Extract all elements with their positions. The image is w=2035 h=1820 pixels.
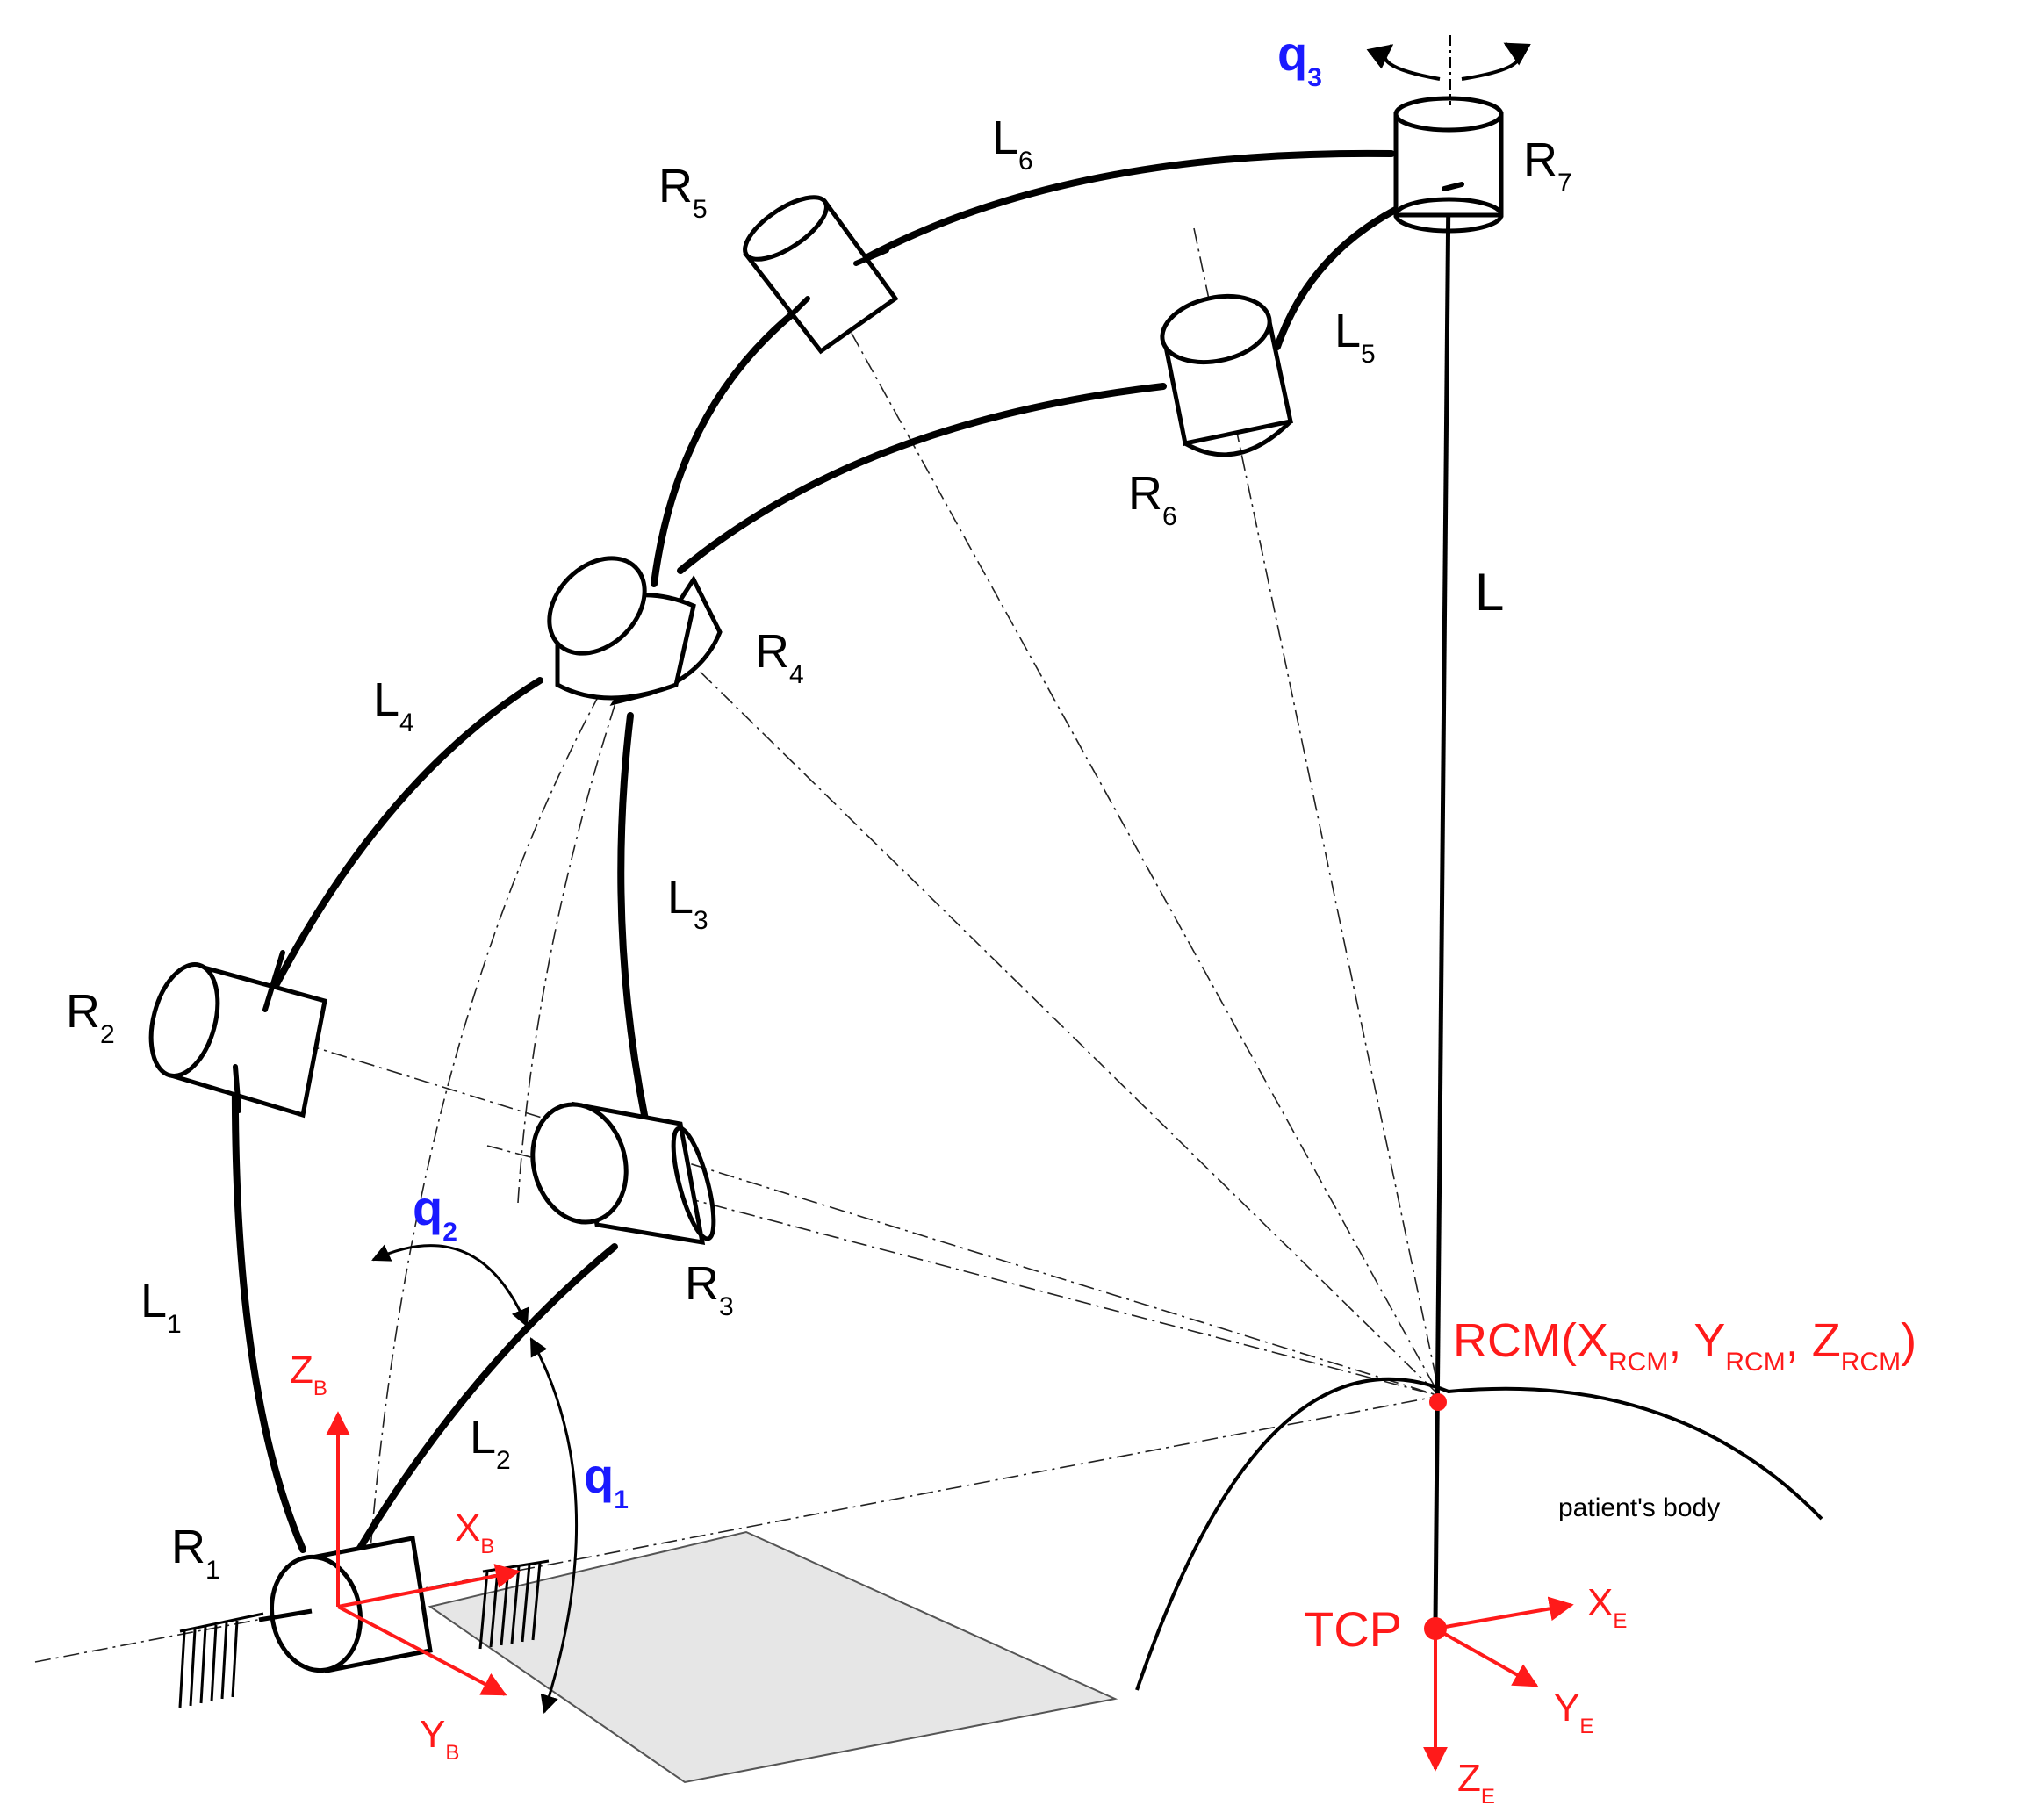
label-xb: XB — [455, 1507, 494, 1558]
patient-body-outline — [1135, 1377, 1823, 1691]
ye-axis — [1435, 1627, 1539, 1687]
link-l4 — [260, 677, 543, 1013]
label-r6: R6 — [1128, 467, 1177, 531]
construction-lines — [34, 205, 1441, 1663]
xb-axis — [337, 1564, 521, 1608]
label-r7: R7 — [1523, 133, 1572, 198]
link-l6 — [852, 149, 1395, 267]
link-r4-r5 — [651, 313, 794, 587]
label-l3: L3 — [667, 871, 708, 935]
q3-arrow-left — [1366, 44, 1441, 81]
joint-r4 — [547, 556, 723, 706]
label-r5: R5 — [658, 160, 708, 224]
label-tool-l: L — [1475, 563, 1504, 622]
joint-r5 — [743, 195, 899, 355]
label-r2: R2 — [66, 985, 115, 1049]
q3-arrow-right — [1461, 42, 1531, 81]
joint-r3 — [530, 1101, 716, 1246]
label-rcm: RCM(XRCM, YRCM, ZRCM) — [1453, 1314, 1916, 1377]
joint-r1 — [258, 1536, 433, 1673]
links — [231, 149, 1448, 1566]
label-l2: L2 — [470, 1411, 511, 1475]
link-l3 — [617, 712, 649, 1123]
ground-plane — [428, 1530, 1118, 1784]
yb-axis — [337, 1605, 507, 1696]
label-ze: ZE — [1457, 1757, 1495, 1809]
end-frame — [1423, 1596, 1574, 1772]
joint-r2 — [148, 962, 327, 1119]
label-xe: XE — [1587, 1581, 1627, 1633]
joint-r6 — [1160, 294, 1293, 457]
base-frame — [326, 1411, 521, 1696]
link-l2 — [348, 1243, 618, 1566]
label-ye: YE — [1554, 1687, 1593, 1738]
q2-arc — [371, 1244, 529, 1327]
label-r3: R3 — [685, 1257, 734, 1321]
label-yb: YB — [420, 1713, 459, 1765]
label-l4: L4 — [373, 673, 414, 737]
link-r4-r6 — [677, 383, 1167, 574]
joint-r7 — [1393, 96, 1504, 234]
label-r1: R1 — [171, 1521, 220, 1585]
label-zb: ZB — [290, 1349, 327, 1400]
label-patient-body: patient's body — [1558, 1493, 1720, 1522]
link-l1 — [231, 1063, 306, 1553]
tcp-point — [1424, 1617, 1447, 1640]
xe-axis — [1435, 1596, 1574, 1630]
rcm-point — [1429, 1393, 1447, 1411]
label-q3: q3 — [1277, 25, 1322, 92]
label-l1: L1 — [140, 1275, 182, 1339]
q1-arc — [529, 1337, 579, 1715]
label-l5: L5 — [1334, 305, 1376, 369]
label-r4: R4 — [755, 625, 804, 689]
label-q1: q1 — [584, 1448, 629, 1514]
label-tcp: TCP — [1304, 1601, 1402, 1657]
label-q2: q2 — [413, 1180, 457, 1247]
label-l6: L6 — [992, 112, 1033, 176]
tool-shaft — [1433, 183, 1451, 1625]
